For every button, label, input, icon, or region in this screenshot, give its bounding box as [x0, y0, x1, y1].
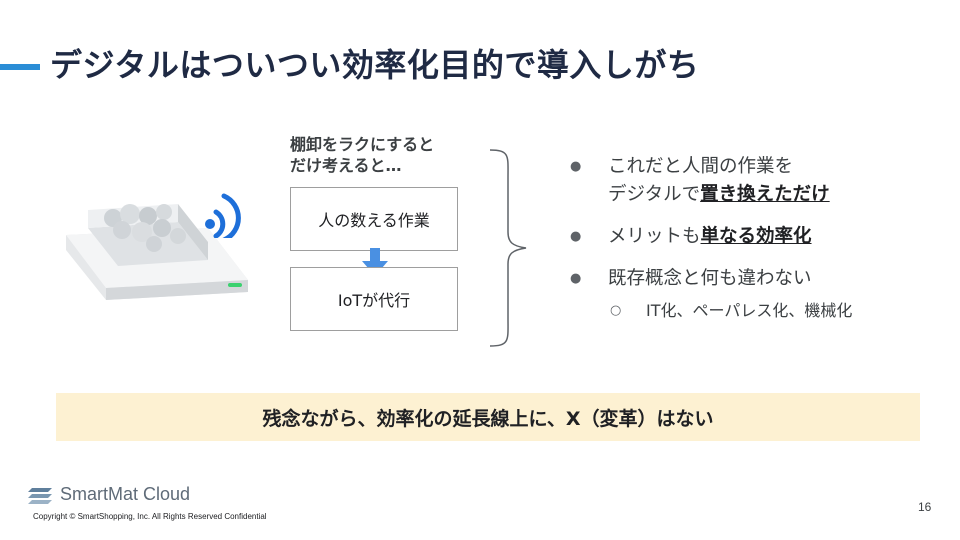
conclusion-text: 残念ながら、効率化の延長線上に、X（変革）はない: [262, 404, 713, 431]
iot-replace-box: IoTが代行: [290, 267, 458, 331]
subbullet-text: IT化、ペーパレス化、機械化: [646, 301, 852, 320]
conclusion-banner: 残念ながら、効率化の延長線上に、X（変革）はない: [56, 393, 920, 441]
bullet-dot-icon: ●: [570, 265, 581, 293]
caption-line-2: だけ考えると…: [290, 155, 434, 176]
manual-count-box: 人の数える作業: [290, 187, 458, 251]
smartmat-cloud-logo: SmartMat Cloud: [28, 484, 190, 505]
sub-bullet-circle-icon: ○: [610, 299, 621, 323]
wifi-icon: [202, 188, 248, 238]
bullet-dot-icon: ●: [570, 223, 581, 251]
logo-text: SmartMat Cloud: [60, 484, 190, 505]
manual-count-label: 人の数える作業: [318, 207, 430, 231]
bullet-dot-icon: ●: [570, 153, 581, 181]
bullet-item-concept: ● 既存概念と何も違わない: [568, 265, 948, 293]
bullet-2-prefix: メリットも: [608, 226, 701, 247]
bullet-3-text: 既存概念と何も違わない: [608, 268, 812, 289]
subbullet-item-examples: ○ IT化、ペーパレス化、機械化: [568, 299, 948, 323]
logo-mark-icon: [28, 486, 54, 504]
bullet-1-emphasis: 置き換えただけ: [700, 184, 830, 205]
iot-replace-label: IoTが代行: [338, 287, 410, 311]
copyright-text: Copyright © SmartShopping, Inc. All Righ…: [33, 512, 267, 521]
bullet-list: ● これだと人間の作業を デジタルで置き換えただけ ● メリットも単なる効率化 …: [568, 153, 948, 323]
caption-line-1: 棚卸をラクにすると: [290, 134, 434, 155]
bullet-item-replace: ● これだと人間の作業を デジタルで置き換えただけ: [568, 153, 948, 209]
bullet-1-prefix: デジタルで: [608, 184, 700, 205]
bullet-2-emphasis: 単なる効率化: [701, 226, 812, 247]
page-number: 16: [918, 500, 931, 514]
slide-title: デジタルはついつい効率化目的で導入しがち: [50, 40, 699, 86]
right-brace: [488, 148, 528, 348]
bullet-item-merit: ● メリットも単なる効率化: [568, 223, 948, 251]
title-accent-bar: [0, 64, 40, 70]
bullet-1-line-2: デジタルで置き換えただけ: [608, 181, 948, 209]
caption-text: 棚卸をラクにすると だけ考えると…: [290, 134, 434, 176]
bullet-1-line-1: これだと人間の作業を: [608, 153, 948, 181]
